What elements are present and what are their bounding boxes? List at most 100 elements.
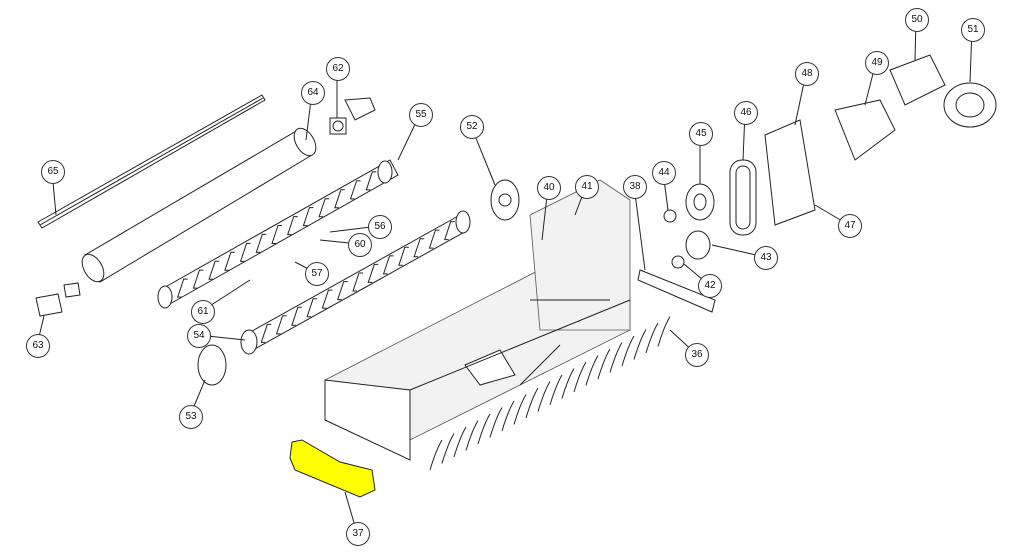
part-63-bracket[interactable] <box>35 282 81 317</box>
flap <box>429 439 443 471</box>
flail-knife <box>243 242 251 253</box>
flail-knife <box>349 189 355 200</box>
part-36-flaps[interactable] <box>429 316 671 471</box>
flail-knife <box>287 225 292 236</box>
part-52-flange[interactable] <box>490 179 520 221</box>
callout-61[interactable]: 61 <box>191 300 215 324</box>
part-55-rotor-shaft[interactable] <box>157 159 399 309</box>
callout-53[interactable]: 53 <box>179 405 203 429</box>
flap <box>549 374 563 406</box>
callout-38[interactable]: 38 <box>623 175 647 199</box>
flail-knife <box>337 290 342 301</box>
callout-42[interactable]: 42 <box>698 274 722 298</box>
flap <box>585 355 599 386</box>
flail-knife <box>431 229 440 240</box>
part-45-pulley[interactable] <box>685 183 715 221</box>
callout-57[interactable]: 57 <box>305 262 329 286</box>
callout-63[interactable]: 63 <box>26 334 50 358</box>
flail-knife <box>324 289 333 300</box>
callout-54[interactable]: 54 <box>187 324 211 348</box>
callout-62[interactable]: 62 <box>326 57 350 81</box>
callout-41[interactable]: 41 <box>575 175 599 199</box>
callout-37[interactable]: 37 <box>346 522 370 546</box>
flail-knife <box>353 180 361 191</box>
flail-knife <box>260 333 266 343</box>
part-65-bar[interactable] <box>37 94 266 229</box>
flail-knife <box>258 233 267 244</box>
flap <box>513 394 527 425</box>
flail-knife <box>306 307 312 318</box>
callout-49[interactable]: 49 <box>865 51 889 75</box>
flail-knife <box>368 171 377 182</box>
flap <box>597 348 611 380</box>
part-50-gearbox[interactable] <box>889 54 946 106</box>
callout-44[interactable]: 44 <box>652 161 676 185</box>
callout-36[interactable]: 36 <box>685 343 709 367</box>
flail-knife <box>386 255 394 266</box>
part-53-plate[interactable] <box>197 344 227 386</box>
flail-knife <box>444 230 449 241</box>
callout-65[interactable]: 65 <box>41 160 65 184</box>
flail-knife <box>428 238 434 249</box>
flail-knife <box>370 263 379 274</box>
main-housing[interactable] <box>324 179 631 461</box>
part-51-cover[interactable] <box>943 82 997 128</box>
flail-knife <box>321 198 330 208</box>
callout-64[interactable]: 64 <box>301 81 325 105</box>
part-46-belt[interactable] <box>729 159 757 236</box>
callout-50[interactable]: 50 <box>905 8 929 32</box>
flail-knife <box>365 180 371 191</box>
part-44-nut[interactable] <box>663 209 677 223</box>
part-48-belt-guard[interactable] <box>764 119 816 226</box>
flap <box>609 342 623 373</box>
flail-knife <box>416 238 425 248</box>
part-54-rotor-shaft[interactable] <box>240 210 471 355</box>
flail-knife <box>367 273 373 283</box>
callout-47[interactable]: 47 <box>838 214 862 238</box>
flail-knife <box>413 247 419 258</box>
callout-60[interactable]: 60 <box>348 233 372 257</box>
callout-51[interactable]: 51 <box>961 18 985 42</box>
flap <box>441 433 455 464</box>
flail-knife <box>177 287 182 298</box>
part-38-bracket[interactable] <box>637 269 716 313</box>
callout-45[interactable]: 45 <box>689 122 713 146</box>
callout-40[interactable]: 40 <box>537 176 561 200</box>
flap <box>453 426 467 458</box>
flail-knife <box>263 323 272 334</box>
part-42-nut[interactable] <box>671 255 685 269</box>
flap <box>489 407 503 438</box>
flail-knife <box>352 281 357 292</box>
callout-43[interactable]: 43 <box>754 246 778 270</box>
flail-knife <box>334 198 339 209</box>
flail-knife <box>291 316 296 326</box>
callout-48[interactable]: 48 <box>795 62 819 86</box>
flap <box>657 316 671 347</box>
flail-knife <box>227 251 235 262</box>
flail-knife <box>195 269 204 280</box>
flail-knife <box>447 221 455 231</box>
flail-knife <box>255 243 261 253</box>
flap <box>573 361 587 393</box>
flail-knife <box>382 264 388 275</box>
part-64-roller[interactable] <box>78 125 321 286</box>
flap <box>501 400 515 432</box>
flail-knife <box>309 298 318 308</box>
flail-knife <box>208 270 214 280</box>
callout-56[interactable]: 56 <box>368 215 392 239</box>
part-43-pulley[interactable] <box>685 230 711 260</box>
flail-knife <box>340 281 348 291</box>
flail-knife <box>224 261 229 271</box>
part-37-skid-highlighted[interactable] <box>289 439 376 498</box>
part-49-gearbox-mount[interactable] <box>834 99 896 161</box>
flap <box>465 420 479 451</box>
callout-46[interactable]: 46 <box>734 101 758 125</box>
part-62-bearing[interactable] <box>329 97 376 135</box>
callout-52[interactable]: 52 <box>460 115 484 139</box>
flap <box>525 387 539 419</box>
callout-55[interactable]: 55 <box>409 103 433 127</box>
leader-lines <box>36 18 973 534</box>
flap <box>633 329 647 360</box>
